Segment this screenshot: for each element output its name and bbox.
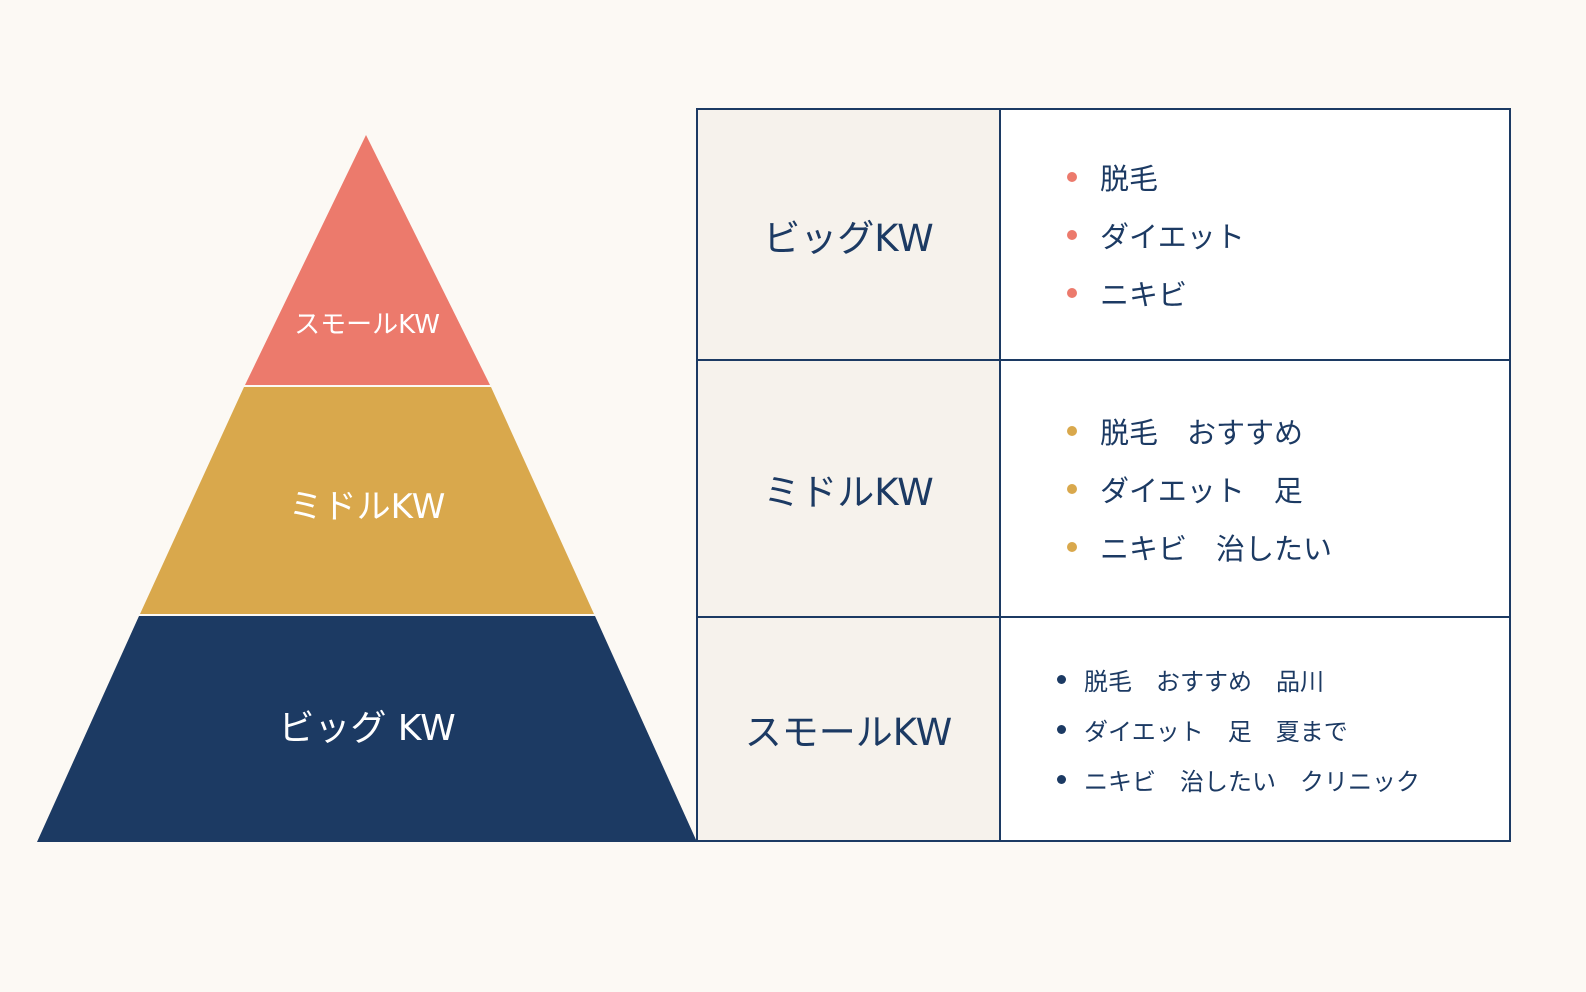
keyword-text: ダイエット 足 夏まで (1084, 717, 1348, 746)
list-item: 脱毛 (1001, 148, 1509, 206)
bullet-dot (1067, 425, 1077, 436)
keyword-table: ビッグKW 脱毛 ダイエット ニキビ ミドルKW 脱毛 おすすめ ダイエット 足… (696, 108, 1511, 842)
table-row-keywords-big: 脱毛 ダイエット ニキビ (1001, 110, 1509, 361)
table-row-keywords-small: 脱毛 おすすめ 品川 ダイエット 足 夏まで ニキビ 治したい クリニック (1001, 618, 1509, 840)
keyword-pyramid: スモールKW ミドルKW ビッグ KW (37, 135, 697, 842)
pyramid-label-small: スモールKW (294, 310, 440, 340)
bullet-dot (1067, 287, 1077, 298)
bullet-dot (1067, 483, 1077, 494)
bullet-dot (1067, 229, 1077, 240)
keyword-list-big: 脱毛 ダイエット ニキビ (1001, 148, 1509, 322)
list-item: ダイエット 足 (1001, 460, 1509, 518)
list-item: 脱毛 おすすめ (1001, 402, 1509, 460)
keyword-text: 脱毛 おすすめ (1100, 415, 1304, 450)
keyword-list-middle: 脱毛 おすすめ ダイエット 足 ニキビ 治したい (1001, 402, 1509, 576)
list-item: ニキビ 治したい クリニック (1001, 754, 1509, 804)
table-row-keywords-middle: 脱毛 おすすめ ダイエット 足 ニキビ 治したい (1001, 361, 1509, 618)
keyword-list-small: 脱毛 おすすめ 品川 ダイエット 足 夏まで ニキビ 治したい クリニック (1001, 654, 1509, 804)
keyword-text: 脱毛 (1100, 161, 1159, 196)
keyword-text: ダイエット 足 (1100, 473, 1303, 508)
pyramid-tier-big (37, 616, 697, 842)
list-item: ダイエット 足 夏まで (1001, 704, 1509, 754)
table-row-label-middle: ミドルKW (698, 361, 1001, 618)
bullet-dot (1067, 541, 1077, 552)
keyword-text: ニキビ 治したい (1100, 531, 1333, 566)
keyword-text: 脱毛 おすすめ 品川 (1084, 667, 1324, 696)
list-item: ニキビ (1001, 264, 1509, 322)
keyword-text: ニキビ 治したい クリニック (1084, 767, 1420, 796)
list-item: ダイエット (1001, 206, 1509, 264)
pyramid-tier-middle (140, 387, 594, 614)
table-row-label-big: ビッグKW (698, 110, 1001, 361)
keyword-text: ダイエット (1100, 219, 1245, 254)
list-item: 脱毛 おすすめ 品川 (1001, 654, 1509, 704)
keyword-text: ニキビ (1100, 277, 1188, 312)
bullet-dot (1057, 774, 1066, 784)
bullet-dot (1057, 724, 1066, 734)
bullet-dot (1067, 171, 1077, 182)
table-row-label-small: スモールKW (698, 618, 1001, 840)
pyramid-label-big: ビッグ KW (278, 708, 455, 749)
list-item: ニキビ 治したい (1001, 518, 1509, 576)
bullet-dot (1057, 674, 1066, 684)
pyramid-label-middle: ミドルKW (289, 487, 446, 527)
pyramid-tier-small (245, 135, 490, 385)
